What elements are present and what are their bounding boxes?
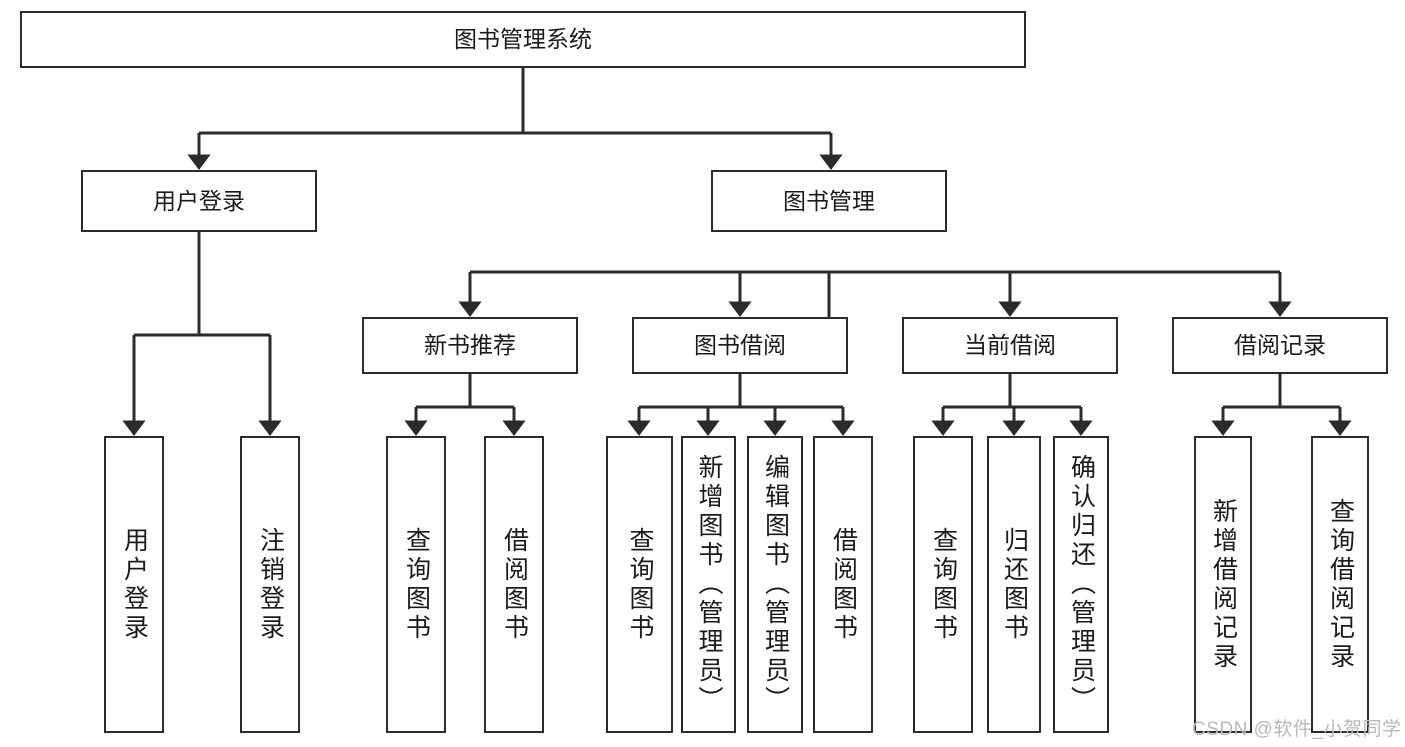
node-label: 新书推荐 [424,332,516,359]
node-label: 编辑图书（管理员） [761,454,790,715]
node-user-login[interactable]: 用户登录 [81,170,317,232]
node-leaf-query-book-current[interactable]: 查询图书 [913,436,973,733]
node-label: 查询图书 [626,526,654,643]
node-label: 借阅记录 [1234,332,1326,359]
node-leaf-add-borrow-record[interactable]: 新增借阅记录 [1194,436,1252,733]
node-leaf-logout-login[interactable]: 注销登录 [240,436,300,733]
node-label: 借阅图书 [500,526,529,643]
node-label: 图书管理系统 [454,26,592,53]
node-leaf-borrow-book[interactable]: 借阅图书 [813,436,873,733]
node-leaf-confirm-return-admin[interactable]: 确认归还（管理员） [1053,436,1109,733]
node-label: 查询借阅记录 [1326,497,1355,672]
node-leaf-add-book-admin[interactable]: 新增图书（管理员） [681,436,736,733]
node-leaf-user-login[interactable]: 用户登录 [104,436,164,733]
node-label: 用户登录 [120,526,149,643]
node-label: 新增图书（管理员） [695,454,723,715]
node-label: 确认归还（管理员） [1067,454,1096,715]
node-label: 图书管理 [783,187,875,214]
node-leaf-edit-book-admin[interactable]: 编辑图书（管理员） [747,436,803,733]
node-label: 注销登录 [256,526,285,643]
node-book-manage[interactable]: 图书管理 [711,170,947,232]
node-root-system[interactable]: 图书管理系统 [20,11,1026,68]
node-new-book-recommend[interactable]: 新书推荐 [362,317,578,374]
node-book-borrow[interactable]: 图书借阅 [632,317,848,374]
node-current-borrow[interactable]: 当前借阅 [902,317,1118,374]
node-leaf-return-book[interactable]: 归还图书 [987,436,1041,733]
node-label: 查询图书 [929,526,958,643]
node-leaf-borrow-book-recommend[interactable]: 借阅图书 [484,436,544,733]
node-label: 新增借阅记录 [1209,497,1238,672]
node-label: 图书借阅 [694,332,786,359]
node-label: 归还图书 [1000,526,1029,643]
node-borrow-record[interactable]: 借阅记录 [1172,317,1388,374]
node-label: 借阅图书 [829,526,858,643]
node-label: 查询图书 [402,526,431,643]
csdn-watermark: CSDN @软件_小贺同学 [1192,719,1402,740]
node-leaf-query-book-recommend[interactable]: 查询图书 [386,436,446,733]
node-leaf-query-book-borrow[interactable]: 查询图书 [606,436,673,733]
node-label: 当前借阅 [964,332,1056,359]
node-leaf-query-borrow-record[interactable]: 查询借阅记录 [1311,436,1369,733]
node-label: 用户登录 [153,187,245,214]
